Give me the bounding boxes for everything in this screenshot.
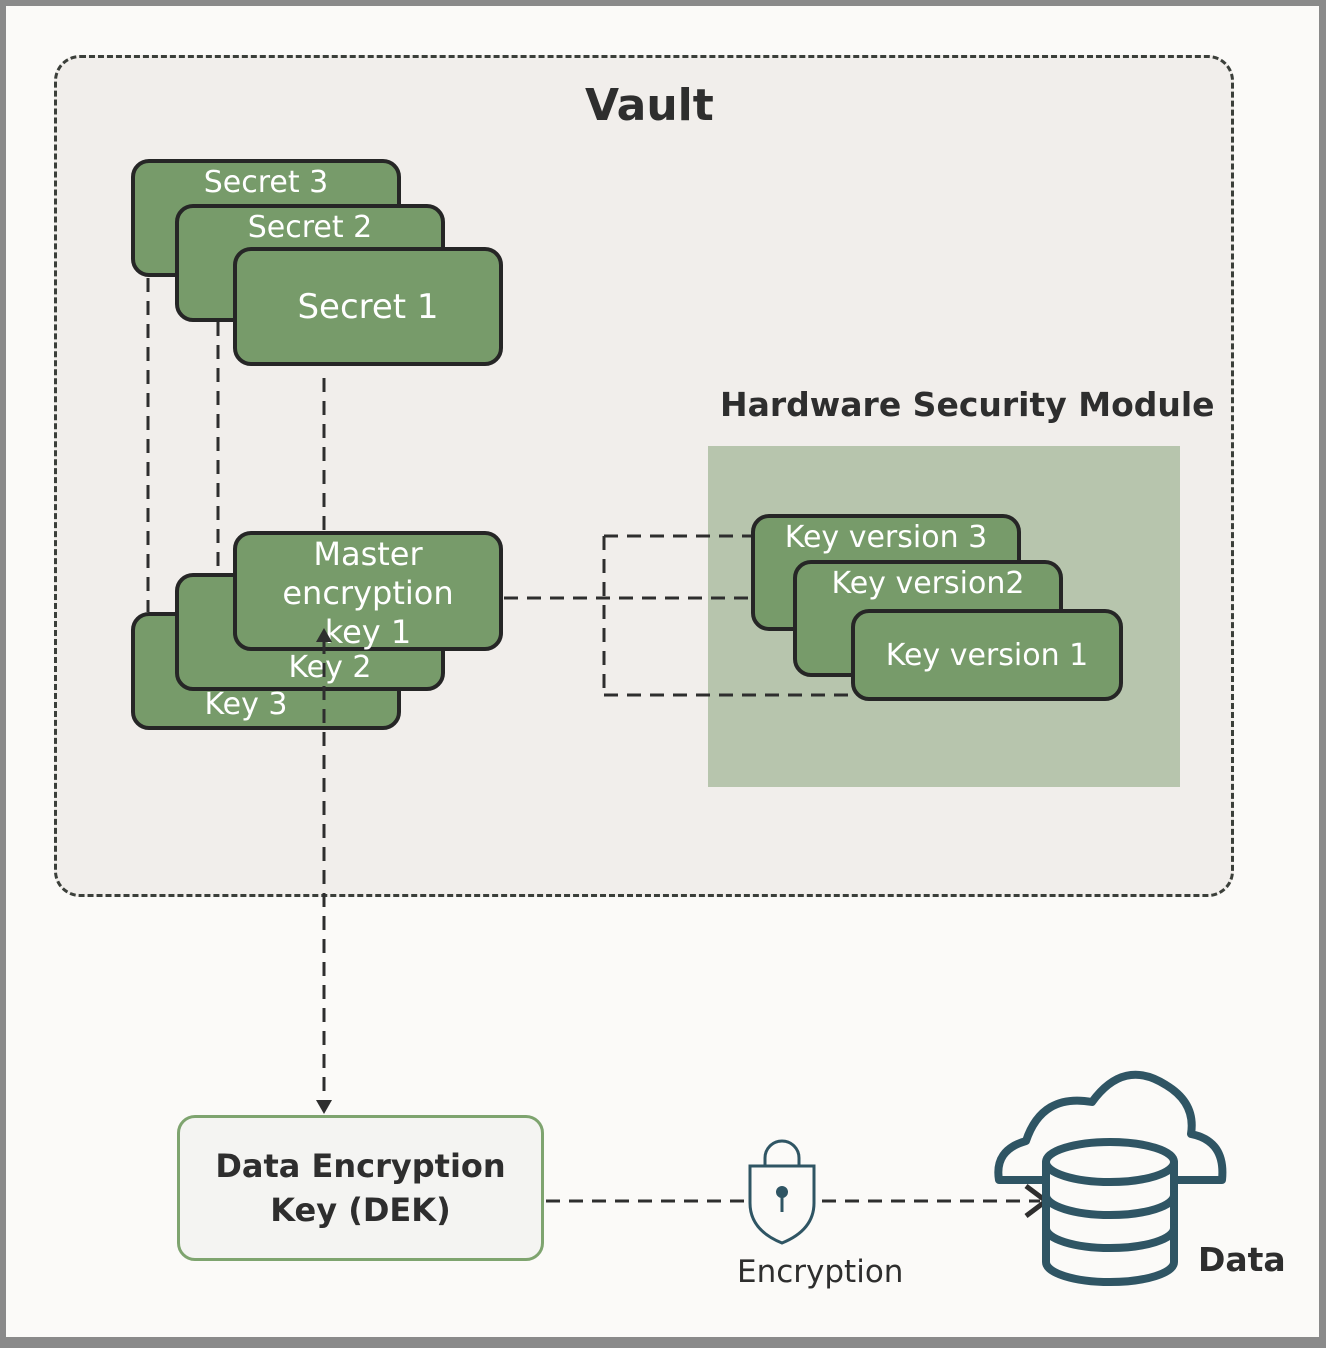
key-version-label: Key version 3 — [784, 520, 988, 555]
key-version-label: Key version2 — [831, 566, 1025, 601]
data-label: Data — [1198, 1240, 1286, 1279]
secret-card-label: Secret 1 — [297, 286, 439, 327]
padlock-shield-icon — [748, 1139, 816, 1245]
master-encryption-key-card: Master encryption key 1 — [233, 531, 503, 651]
master-key-label-line1: Master — [313, 535, 423, 573]
encryption-label: Encryption — [737, 1254, 904, 1290]
key-version-card-1: Key version 1 — [851, 609, 1123, 701]
arrow-up-master-key — [316, 628, 332, 642]
dek-box: Data Encryption Key (DEK) — [177, 1115, 544, 1261]
secret-card-label: Secret 3 — [203, 165, 329, 200]
dek-label-line2: Key (DEK) — [270, 1191, 451, 1229]
master-key-label-line2: encryption — [282, 574, 454, 612]
vault-title: Vault — [585, 80, 714, 131]
master-key-label-line3: key 1 — [324, 613, 412, 651]
secret-card-label: Secret 2 — [247, 210, 373, 245]
arrow-down-dek — [316, 1100, 332, 1114]
key-version-label: Key version 1 — [885, 637, 1089, 673]
key-card-label: Key 2 — [288, 650, 372, 685]
dek-label-line1: Data Encryption — [215, 1147, 506, 1185]
cloud-database-icon — [994, 1070, 1227, 1286]
secret-card-1: Secret 1 — [233, 247, 503, 366]
hsm-title: Hardware Security Module — [720, 385, 1215, 424]
key-card-label: Key 3 — [204, 687, 288, 722]
